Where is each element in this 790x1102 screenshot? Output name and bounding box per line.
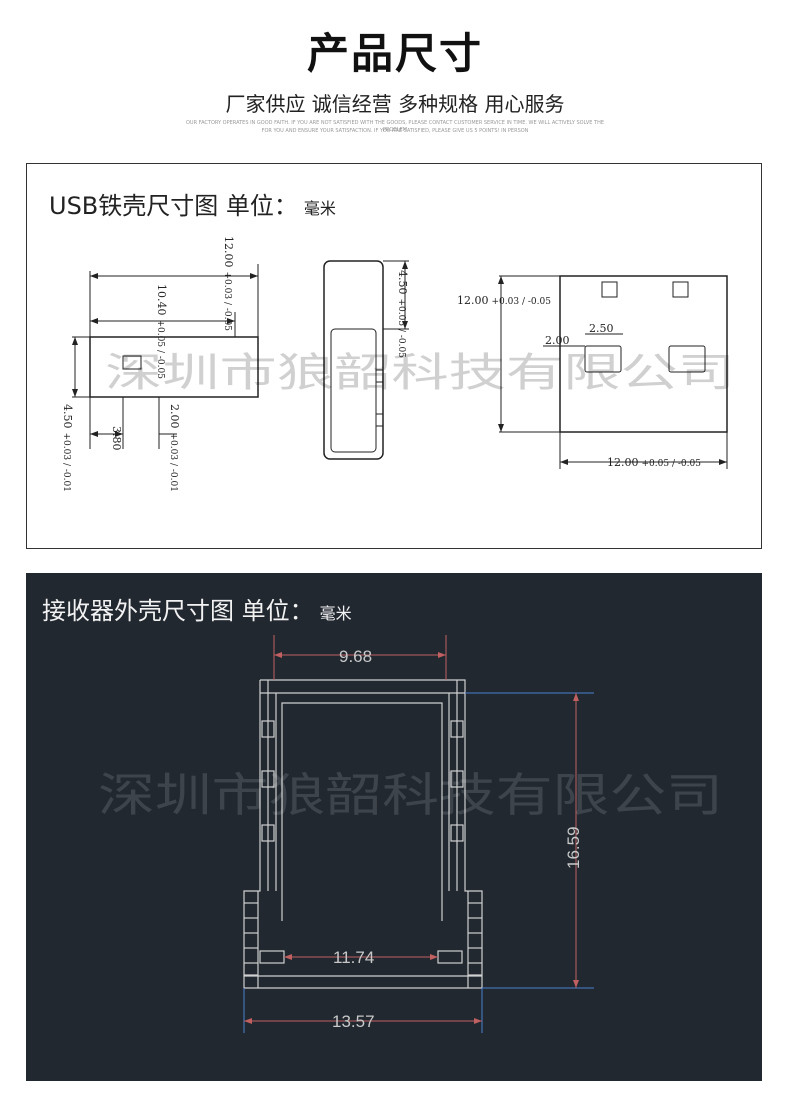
receiver-shell-panel: 接收器外壳尺寸图 单位： 毫米 — [26, 573, 762, 1081]
dim-height: 4.50+0.03 / -0.01 — [61, 404, 74, 492]
bottom-tab-right — [437, 950, 463, 964]
dim-top-width: 9.68 — [339, 647, 372, 666]
usb-shell-title-text: USB铁壳尺寸图 单位： — [49, 192, 298, 220]
page-subtitle: 厂家供应 诚信经营 多种规格 用心服务 — [225, 92, 565, 116]
fineprint-line-1: OUR FACTORY OPERATES IN GOOD FAITH. IF Y… — [186, 120, 604, 133]
right-notch-2 — [450, 770, 464, 788]
dim-len-inner: 10.40+0.05 / -0.05 — [155, 284, 168, 379]
page-title: 产品尺寸 — [306, 29, 483, 78]
right-notch-3 — [450, 824, 464, 842]
face-view-hole-right — [672, 281, 689, 298]
shell-inner-profile — [281, 702, 443, 921]
receiver-shell-panel-title: 接收器外壳尺寸图 单位： 毫米 — [42, 591, 352, 626]
side-view-body — [89, 336, 259, 398]
receiver-shell-unit: 毫米 — [319, 604, 352, 623]
left-notch-3 — [261, 824, 275, 842]
watermark-text-1: 深圳市狼韶科技有限公司 — [105, 350, 735, 396]
dim-hole-dx: 2.50 — [589, 322, 614, 335]
dim-face-width: 12.00+0.05 / -0.05 — [607, 456, 701, 469]
side-view-slot — [122, 355, 142, 370]
dim-end-height: 4.50+0.05 / -0.05 — [396, 270, 409, 358]
face-view-window-left — [584, 345, 622, 373]
left-notch-2 — [261, 770, 275, 788]
end-view-inner — [330, 328, 377, 453]
usb-shell-panel-title: USB铁壳尺寸图 单位： 毫米 — [49, 186, 336, 221]
face-view-body — [559, 275, 728, 433]
receiver-shell-title-text: 接收器外壳尺寸图 单位： — [42, 597, 314, 625]
face-view-window-right — [668, 345, 706, 373]
face-view-hole-left — [601, 281, 618, 298]
dim-bottom-width: 13.57 — [332, 1012, 375, 1031]
dim-slot-offset: 3.80 — [110, 426, 123, 451]
right-notch-1 — [450, 720, 464, 738]
dim-hole-dy: 2.00 — [545, 334, 570, 347]
dim-len-total: 12.00+0.03 / -0.05 — [222, 236, 235, 331]
usb-shell-unit: 毫米 — [303, 199, 336, 218]
bottom-tab-left — [259, 950, 285, 964]
dim-inner-width: 11.74 — [333, 948, 374, 967]
fineprint-line-2: FOR YOU AND ENSURE YOUR SATISFACTION. IF… — [261, 128, 529, 134]
end-view-notch-bottom — [375, 413, 384, 427]
dim-height: 16.59 — [564, 826, 583, 869]
receiver-shell-drawing: 9.68 16.59 11.74 13.57 深圳市狼韶科技有限公司 — [98, 635, 723, 1033]
end-view-notch-top — [375, 369, 384, 383]
dim-slot-width: 2.00+0.03 / -0.01 — [168, 404, 181, 492]
end-view-outer — [323, 260, 384, 460]
usb-shell-drawing: 12.00+0.03 / -0.05 10.40+0.05 / -0.05 4.… — [61, 236, 735, 492]
watermark-text-2: 深圳市狼韶科技有限公司 — [98, 768, 723, 822]
left-notch-1 — [261, 720, 275, 738]
usb-shell-panel: USB铁壳尺寸图 单位： 毫米 — [26, 163, 762, 549]
shell-outer-profile — [243, 679, 483, 989]
dim-face-height: 12.00+0.03 / -0.05 — [457, 294, 551, 307]
